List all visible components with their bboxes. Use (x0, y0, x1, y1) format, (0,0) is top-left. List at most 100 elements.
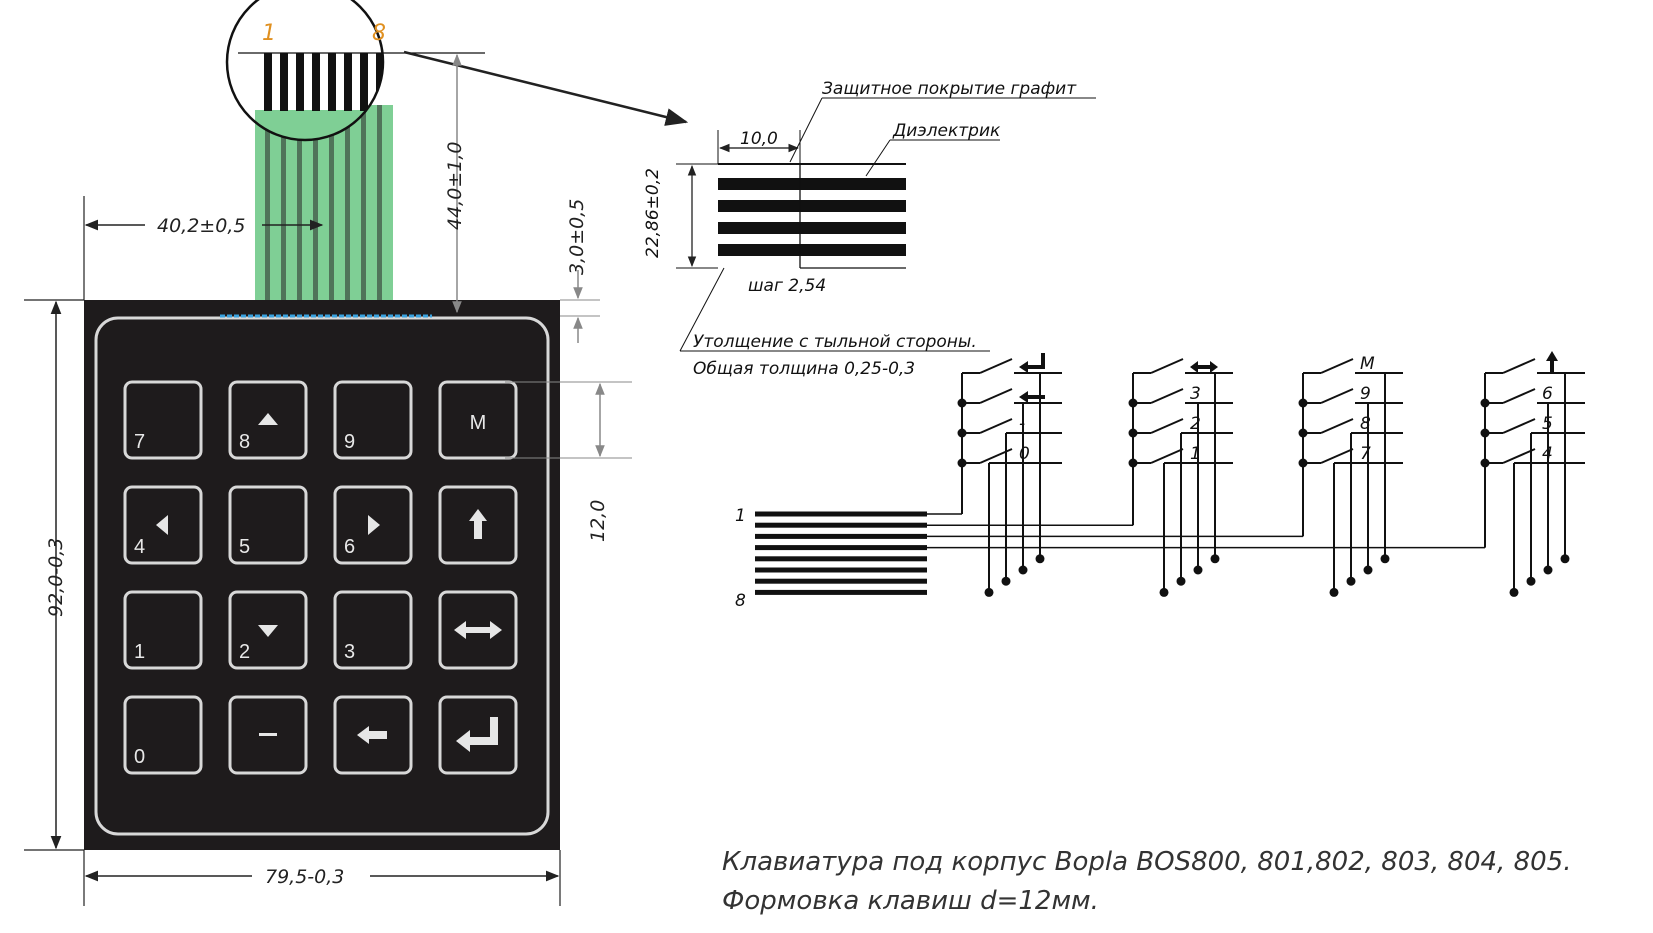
switch-label: 0 (1019, 444, 1030, 464)
connector-pin (344, 53, 352, 111)
minus-icon (259, 733, 277, 736)
key-label: 8 (239, 431, 250, 453)
bus-conductor (755, 578, 927, 584)
switch-label: M (1360, 354, 1375, 374)
triangle-left-icon (156, 515, 168, 535)
key[interactable] (333, 695, 413, 775)
bus-conductor (755, 545, 927, 551)
key[interactable] (228, 695, 308, 775)
arrow-left-right-icon (1190, 361, 1218, 373)
key[interactable]: 5 (228, 485, 308, 565)
key-outline (438, 485, 518, 565)
key-label: 0 (134, 746, 145, 768)
key[interactable]: 4 (123, 485, 203, 565)
ribbon-trace (361, 105, 366, 300)
key-outline (333, 695, 413, 775)
key-label: 5 (239, 536, 250, 558)
xs-thickening-note: Утолщение с тыльной стороны. (693, 332, 977, 352)
keypad-border (94, 316, 550, 836)
schematic-column: 321 (927, 358, 1233, 597)
dim-tail-length: 44,0±1,0 (444, 142, 466, 230)
xs-protective-coating: Защитное покрытие графит (822, 79, 1077, 99)
key-label: 7 (134, 431, 145, 453)
key-outline (333, 485, 413, 565)
switch-label: 2 (1190, 414, 1201, 434)
key-label: 1 (134, 641, 145, 663)
ribbon-trace (329, 105, 334, 300)
schematic-column: -0 (927, 353, 1062, 597)
key[interactable]: M (438, 380, 518, 460)
bus-conductor (755, 589, 927, 595)
key[interactable]: 6 (333, 485, 413, 565)
conductor-layer (718, 178, 906, 190)
key[interactable] (438, 485, 518, 565)
key-outline (123, 485, 203, 565)
key-label: 2 (239, 641, 250, 663)
caption-line-1: Клавиатура под корпус Bopla BOS800, 801,… (722, 847, 1571, 877)
ribbon-trace (265, 105, 270, 300)
triangle-right-icon (368, 515, 380, 535)
switch-label: 3 (1190, 384, 1201, 404)
key-outline (228, 380, 308, 460)
caption-line-2: Формовка клавиш d=12мм. (722, 886, 1099, 916)
key[interactable]: 3 (333, 590, 413, 670)
switch-label: - (1019, 414, 1025, 434)
dim-gap: 3,0±0,5 (566, 199, 588, 275)
xs-width: 10,0 (740, 129, 778, 149)
schematic-pin-8: 8 (735, 591, 746, 611)
key-label: M (470, 412, 487, 434)
ribbon-trace (281, 105, 286, 300)
key-outline (438, 590, 518, 670)
key-outline (123, 380, 203, 460)
key[interactable] (438, 590, 518, 670)
key-outline (123, 695, 203, 775)
bus-conductor (755, 567, 927, 573)
arrow-up-icon (1546, 351, 1558, 373)
switch-label: 8 (1360, 414, 1371, 434)
dim-width: 79,5-0,3 (265, 866, 344, 888)
connector-pin (360, 53, 368, 111)
schematic-pin-1: 1 (735, 506, 746, 526)
key-outline (228, 695, 308, 775)
key-outline (123, 590, 203, 670)
keypad: 7 8 9 M 4 5 6 1 2 3 0 (84, 300, 560, 850)
xs-dielectric: Диэлектрик (892, 121, 1001, 141)
bus-conductor (755, 533, 927, 539)
dim-tail-offset: 40,2±0,5 (157, 215, 245, 237)
cable-cross-section: 10,0 22,86±0,2 шаг 2,54 Защитное покрыти… (643, 79, 1096, 379)
key[interactable]: 7 (123, 380, 203, 460)
conductor-layer (718, 222, 906, 234)
connector-pin (328, 53, 336, 111)
key-outline (333, 590, 413, 670)
keypad-dimensions: 40,2±0,5 44,0±1,0 3,0±0,5 12,0 92,0-0,3 … (24, 53, 632, 906)
key[interactable]: 0 (123, 695, 203, 775)
key-outline (438, 380, 518, 460)
triangle-up-icon (258, 413, 278, 425)
connector-pin (296, 53, 304, 111)
conductor-layer (718, 200, 906, 212)
conductor-layer (718, 244, 906, 256)
key[interactable] (438, 695, 518, 775)
switch-label: 6 (1542, 384, 1553, 404)
schematic-column: 654 (927, 351, 1585, 597)
connector-pin (280, 53, 288, 111)
arrow-up-icon (469, 509, 487, 539)
pin-8-label: 8 (372, 21, 386, 46)
key-outline (438, 695, 518, 775)
enter-icon (1019, 353, 1045, 373)
switch-label: 5 (1542, 414, 1553, 434)
key[interactable]: 9 (333, 380, 413, 460)
key[interactable]: 8 (228, 380, 308, 460)
key-label: 9 (344, 431, 355, 453)
ribbon-trace (345, 105, 350, 300)
key[interactable]: 2 (228, 590, 308, 670)
dim-key-pitch: 12,0 (587, 500, 609, 542)
ribbon-trace (297, 105, 302, 300)
arrow-left-icon (1019, 391, 1045, 403)
bus-conductor (755, 556, 927, 562)
key-outline (228, 590, 308, 670)
key[interactable]: 1 (123, 590, 203, 670)
